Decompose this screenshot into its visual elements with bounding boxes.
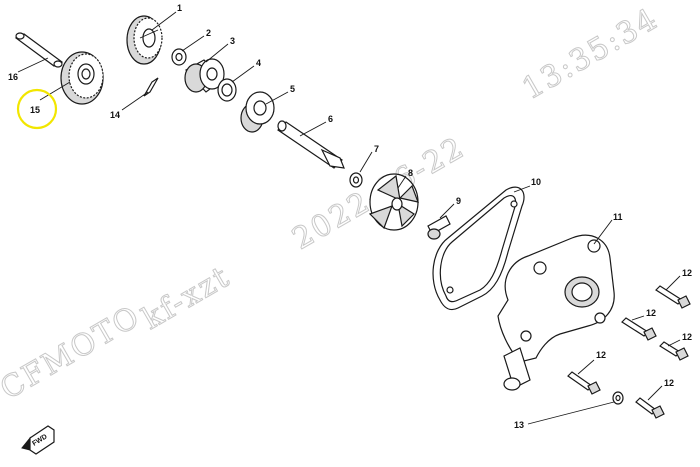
part-12-bolt-d	[567, 371, 601, 395]
highlight-ring	[16, 88, 58, 130]
part-15-gear	[60, 51, 104, 105]
part-5-seal	[240, 91, 275, 133]
part-9-bolt	[427, 215, 451, 240]
callout-12-e: 12	[664, 378, 674, 388]
watermark-user: kf-xzt	[137, 259, 237, 337]
part-7-washer	[349, 172, 363, 188]
part-4-ring	[217, 78, 237, 102]
part-12-bolt-b	[621, 317, 657, 341]
part-12-bolt-c	[659, 341, 689, 361]
callout-5: 5	[290, 84, 295, 94]
callout-12-c: 12	[682, 332, 692, 342]
callout-11: 11	[613, 212, 623, 222]
part-10-gasket	[432, 186, 525, 311]
part-13-washer	[612, 391, 624, 405]
callout-12-d: 12	[596, 350, 606, 360]
fwd-arrow: FWD	[21, 425, 55, 455]
part-8-impeller	[368, 173, 419, 231]
part-12-bolt-a	[655, 285, 691, 309]
callout-7: 7	[374, 144, 379, 154]
callout-16: 16	[8, 72, 18, 82]
callout-9: 9	[456, 196, 461, 206]
callout-6: 6	[328, 114, 333, 124]
watermark: CFMOTO kf-xzt 2022-06-22 13:35:34	[0, 1, 665, 408]
callout-4: 4	[256, 58, 261, 68]
part-16-pin	[14, 32, 64, 68]
leader-lines	[17, 11, 681, 425]
callout-12-a: 12	[682, 268, 692, 278]
watermark-time: 13:35:34	[517, 1, 665, 107]
part-14-key	[143, 77, 159, 97]
part-2-washer	[171, 48, 187, 66]
callout-labels: 1 2 3 4 5 6 7 8 9 10 11 12 12 12 12 12 1…	[8, 3, 692, 430]
watermark-brand: CFMOTO	[0, 299, 147, 407]
callout-1: 1	[177, 3, 182, 13]
part-6-shaft	[277, 120, 345, 169]
part-1-gear	[126, 15, 163, 65]
callout-3: 3	[230, 36, 235, 46]
callout-14: 14	[110, 110, 120, 120]
callout-2: 2	[206, 28, 211, 38]
part-3-bearing	[184, 58, 225, 93]
part-11-pump-cover	[497, 234, 615, 391]
callout-12-b: 12	[646, 308, 656, 318]
callout-13: 13	[514, 420, 524, 430]
part-12-bolt-e	[635, 397, 665, 419]
callout-15: 15	[30, 105, 40, 115]
callout-10: 10	[531, 177, 541, 187]
callout-8: 8	[408, 168, 413, 178]
